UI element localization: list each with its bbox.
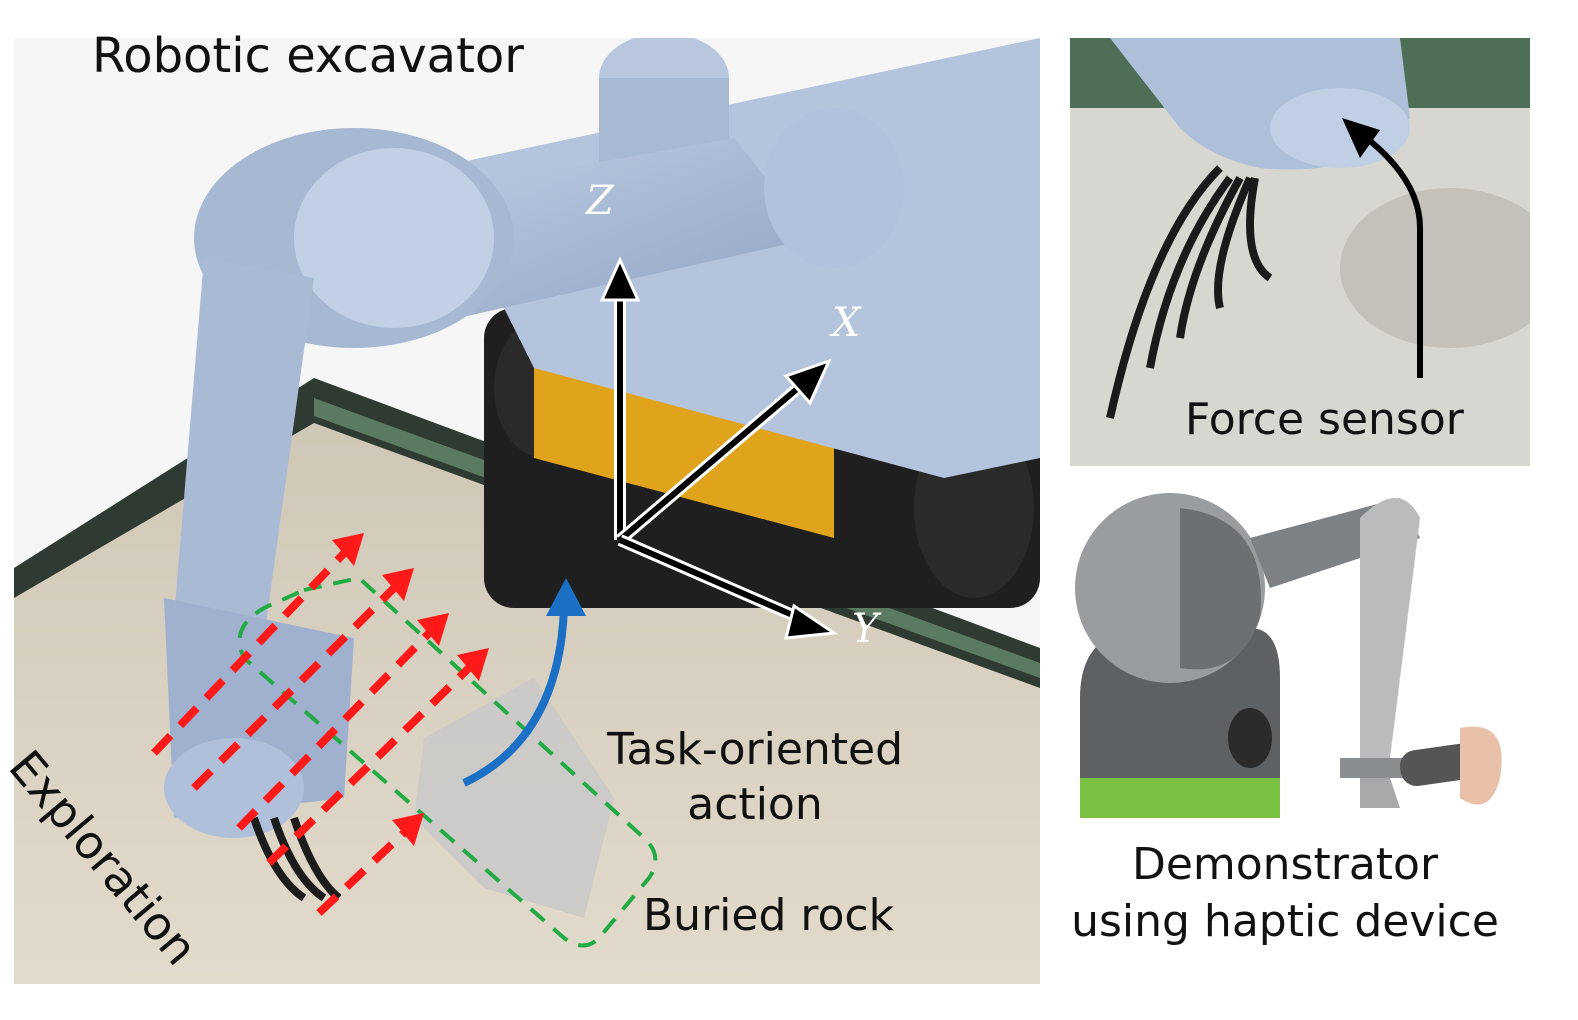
haptic-device-scene <box>1070 478 1530 858</box>
arm-forearm <box>174 258 314 638</box>
excavator-scene <box>14 38 1040 984</box>
arm-elbow-joint <box>764 108 904 268</box>
haptic-port <box>1228 708 1272 768</box>
task-oriented-action-label: Task-oriented action <box>580 722 930 832</box>
demo-label-line1: Demonstrator <box>1131 839 1439 890</box>
demonstrator-hand <box>1460 726 1502 805</box>
coordinate-axes <box>599 256 839 640</box>
axis-z-label: Z <box>586 178 614 224</box>
arm-wrist-joint <box>164 738 304 838</box>
sensor-pointer-arrowhead <box>1342 118 1380 158</box>
task-label-line1: Task-oriented <box>606 724 904 775</box>
haptic-arm-lower <box>1360 498 1420 758</box>
haptic-stylus-holder <box>1360 778 1400 808</box>
task-label-line2: action <box>687 779 823 830</box>
demo-label-line2: using haptic device <box>1071 896 1499 948</box>
haptic-device-photo <box>1070 478 1530 858</box>
axis-y-label: Y <box>852 606 879 652</box>
force-sensor-scene <box>1070 38 1530 466</box>
buried-rock-label: Buried rock <box>643 890 895 941</box>
haptic-base <box>1080 628 1280 818</box>
haptic-arm-joint <box>1340 758 1410 778</box>
exploration-arrows <box>151 545 477 916</box>
battery-box <box>534 358 834 538</box>
force-sensor-photo <box>1070 38 1530 466</box>
exploration-arrowheads <box>332 533 489 846</box>
task-action-arrowhead <box>546 578 586 616</box>
buried-rock-shape <box>414 678 614 918</box>
rake-tines <box>1106 165 1273 419</box>
axis-x-label: X <box>832 300 861 346</box>
shadow <box>1340 188 1530 348</box>
haptic-gimbal-shade <box>1180 508 1261 670</box>
rock-outline <box>237 575 658 948</box>
haptic-base-accent <box>1080 778 1280 818</box>
excavator-photo <box>14 38 1040 984</box>
force-sensor-label: Force sensor <box>1185 394 1464 445</box>
task-action-arrow <box>462 607 568 787</box>
demonstrator-label: Demonstrator using haptic device <box>1040 836 1530 950</box>
arm-shoulder-cap <box>294 148 494 328</box>
robotic-excavator-label: Robotic excavator <box>92 28 524 84</box>
sensor-pointer-arrow <box>1358 130 1423 378</box>
